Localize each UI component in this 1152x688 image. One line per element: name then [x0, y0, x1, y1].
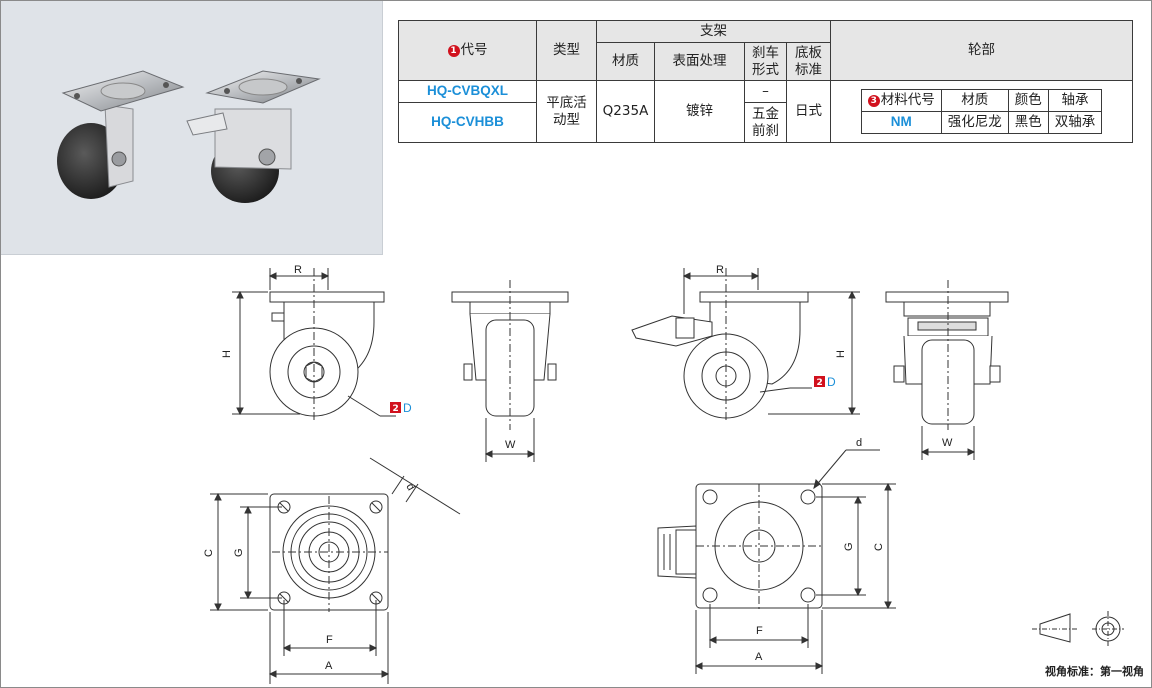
- marker-1: 1: [447, 45, 460, 58]
- brake-cell-2: 五金前刹: [744, 102, 787, 143]
- top-view-1: [210, 457, 461, 684]
- wheel-color: 黑色: [1007, 111, 1049, 134]
- dim-h-1: H: [221, 350, 233, 358]
- projection-standard-note: 视角标准：第一视角: [1045, 665, 1144, 678]
- dim-g-2: G: [843, 542, 855, 551]
- dim-g-1: G: [233, 548, 245, 557]
- dim-r-1: R: [294, 264, 302, 276]
- wheel-material-code: NM: [860, 111, 942, 134]
- dim-d-small-1: d: [403, 482, 416, 493]
- wheel-header-material: 材质: [940, 89, 1009, 112]
- dim-c-1: C: [203, 549, 215, 557]
- code-hq-cvbqxl: HQ-CVBQXL: [398, 80, 537, 103]
- wheel-bearing: 双轴承: [1047, 111, 1103, 134]
- caster-photo: [57, 70, 321, 203]
- dim-h-2: H: [835, 350, 847, 358]
- caster-photo-1: [57, 70, 185, 199]
- code-hq-cvhbb: HQ-CVHBB: [398, 102, 537, 143]
- dimension-labels: R H W R H W C G F A d C G F A d 2 D 2 D: [203, 264, 953, 672]
- top-view-2: [657, 449, 896, 674]
- material-cell: Q235A: [596, 80, 655, 143]
- projection-symbol: [1032, 611, 1124, 647]
- dim-w-2: W: [942, 437, 953, 449]
- front-view-1: [451, 280, 569, 462]
- side-view-1: [232, 268, 396, 420]
- dim-r-2: R: [716, 264, 724, 276]
- dim-d-big-2: D: [827, 375, 836, 389]
- type-cell: 平底活动型: [536, 80, 597, 143]
- header-base: 底板标准: [786, 42, 831, 81]
- wheel-material: 强化尼龙: [940, 111, 1009, 134]
- dim-a-1: A: [325, 660, 333, 672]
- dim-c-2: C: [873, 543, 885, 551]
- dim-a-2: A: [755, 651, 763, 663]
- dim-d-small-2: d: [856, 437, 862, 449]
- header-wheel: 轮部: [830, 20, 1133, 81]
- product-photo-panel: [1, 1, 383, 255]
- marker-2-a: 2: [393, 404, 399, 414]
- header-type: 类型: [536, 20, 597, 81]
- dim-w-1: W: [505, 439, 516, 451]
- dim-f-1: F: [326, 634, 333, 646]
- dim-d-big-1: D: [403, 401, 412, 415]
- wheel-header-color: 颜色: [1007, 89, 1049, 112]
- front-view-2: [885, 280, 1009, 460]
- header-material: 材质: [596, 42, 655, 81]
- side-view-2: [631, 268, 860, 422]
- base-cell: 日式: [786, 80, 831, 143]
- header-brake: 刹车形式: [744, 42, 787, 81]
- surface-cell: 镀锌: [654, 80, 745, 143]
- dim-f-2: F: [756, 625, 763, 637]
- marker-2-b: 2: [817, 378, 823, 388]
- header-surface: 表面处理: [654, 42, 745, 81]
- caster-photo-2: [186, 70, 321, 203]
